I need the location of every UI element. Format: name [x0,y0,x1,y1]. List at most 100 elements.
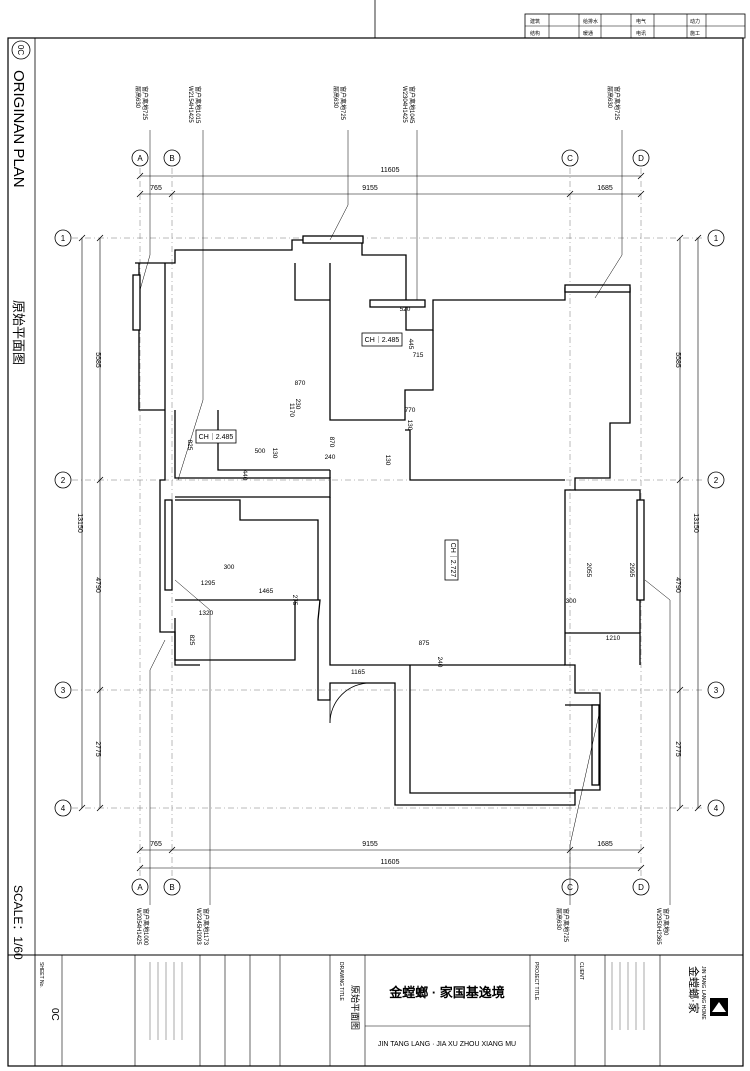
dim-bottom-seg: 9155 [362,841,378,848]
title-block: SHEET No. 0C DRAWING TITLE 原始平面图 金螳螂 · 家… [8,954,743,1066]
interior-dim: 825 [186,440,193,451]
dimension-lines [81,175,699,869]
sheet-no: 0C [49,1008,60,1021]
axis-label-D-bottom: D [638,883,644,892]
interior-dim: 445 [407,339,414,350]
revision-table: 建筑 给排水 电气 动力 结构 暖通 电讯 施工 [524,13,746,39]
sheet-border [7,37,744,1067]
floor-plan-walls [132,235,645,806]
dim-bottom-seg: 765 [150,841,162,848]
dim-top-seg: 1685 [597,185,613,192]
window-callout: 窗户离地0W2950H2365 [655,908,670,945]
interior-dim: 230 [294,399,301,410]
dimension-ticks [78,172,702,872]
window-callout: 窗户离地1015W2154H1425 [187,86,202,124]
axis-label-B-bottom: B [169,883,174,892]
interior-dim: 130 [384,455,391,466]
interior-dim: 715 [413,352,424,359]
window-callout: 窗户离地725层高630 [555,908,570,943]
axis-bubbles: A B C D A B C D 1 2 3 4 1 2 3 4 [54,149,725,896]
interior-dim: 1165 [351,669,365,676]
interior-dim: 240 [436,657,443,668]
table-cell: 结构 [530,30,540,37]
dim-left-seg: 2775 [94,741,101,757]
interior-dim: 240 [325,454,336,461]
interior-dim: 875 [419,640,430,647]
axis-label-3-left: 3 [61,686,66,695]
project-name: 金螳螂 · 家国基逸境 [388,985,505,1000]
project-title-label: PROJECT TITLE [533,962,539,1001]
interior-dim: 275 [291,595,298,606]
dim-left-seg: 5585 [94,352,101,368]
window-callout: 窗户离地1045W2304H1425 [401,86,416,124]
interior-dim: 300 [224,564,235,571]
window-callout: 窗户离地725层高630 [332,86,347,121]
window-callout: 窗户离地1173W2245H2093 [195,908,210,946]
axis-label-C-top: C [567,154,573,163]
interior-dim: 1320 [199,610,214,617]
project-no-label: SHEET No. [38,962,44,988]
table-cell: 建筑 [530,18,540,25]
axis-label-A-bottom: A [137,883,143,892]
sheet-code: 0C [16,45,25,55]
dim-left-seg: 4790 [94,577,101,593]
interior-dim: 870 [328,437,335,448]
axis-label-1-right: 1 [714,234,719,243]
interior-dim: 770 [405,407,416,414]
dim-bottom-total: 11605 [381,859,400,866]
left-title-strip: 0C ORIGINAN PLAN 原始平面图 SCALE：1/60 [10,38,36,960]
ceiling-height-tag: CH｜2.727 [449,543,457,578]
title-block-fine-print [149,962,645,1040]
table-cell: 给排水 [583,18,598,25]
axis-label-A-top: A [137,154,143,163]
ceiling-height-tag: CH｜2.485 [365,336,400,344]
project-name-pinyin: JIN TANG LANG · JIA XU ZHOU XIANG MU [378,1041,516,1048]
dim-top-seg: 765 [150,185,162,192]
interior-dim: 825 [188,635,195,646]
table-cell: 电气 [636,18,646,25]
interior-dim: 1210 [606,635,621,642]
window-callout: 窗户离地1000W2054H1425 [135,908,150,946]
dim-right-seg: 2775 [674,741,681,757]
interior-dim: 1295 [201,580,216,587]
interior-dim: 130 [406,420,413,431]
axis-label-1-left: 1 [61,234,66,243]
interior-dim: 500 [255,448,266,455]
company-logo [710,998,728,1016]
scale-label: SCALE：1/60 [11,885,25,960]
table-cell: 暖通 [583,30,593,37]
ceiling-height-tag: CH｜2.485 [199,433,234,441]
window-callout: 窗户离地725层高630 [606,86,621,121]
dim-right-total: 13150 [692,513,699,533]
interior-dim: 520 [400,306,411,313]
dim-top-total: 11605 [381,167,400,174]
interior-dim: 1465 [259,588,274,595]
dim-right-seg: 5585 [674,352,681,368]
axis-label-4-left: 4 [61,804,66,813]
window-callout: 窗户离地725层高630 [134,86,149,121]
interior-dim: 1170 [288,403,295,417]
plan-title-cn: 原始平面图 [11,300,26,365]
axis-label-D-top: D [638,154,644,163]
axis-label-3-right: 3 [714,686,719,695]
company-name: 金螳螂·家 [687,966,701,1014]
interior-dim: 2055 [585,563,592,578]
dim-bottom-seg: 1685 [597,841,613,848]
dim-top-seg: 9155 [362,185,378,192]
axis-label-B-top: B [169,154,174,163]
interior-dim: 130 [271,448,278,459]
interior-dim: 300 [566,598,577,605]
plan-title-en: ORIGINAN PLAN [10,70,27,188]
drawing-title-label: DRAWING TITLE [338,962,344,1002]
interior-dim: 2995 [628,563,635,578]
dim-right-seg: 4790 [674,577,681,593]
dim-left-total: 13150 [76,513,83,533]
table-cell: 电讯 [636,30,646,37]
axis-label-2-left: 2 [61,476,66,485]
table-cell: 动力 [690,18,700,25]
drawing-title: 原始平面图 [350,985,361,1030]
table-cell: 施工 [690,30,700,37]
client-label: CLIENT [578,962,584,980]
axis-label-2-right: 2 [714,476,719,485]
